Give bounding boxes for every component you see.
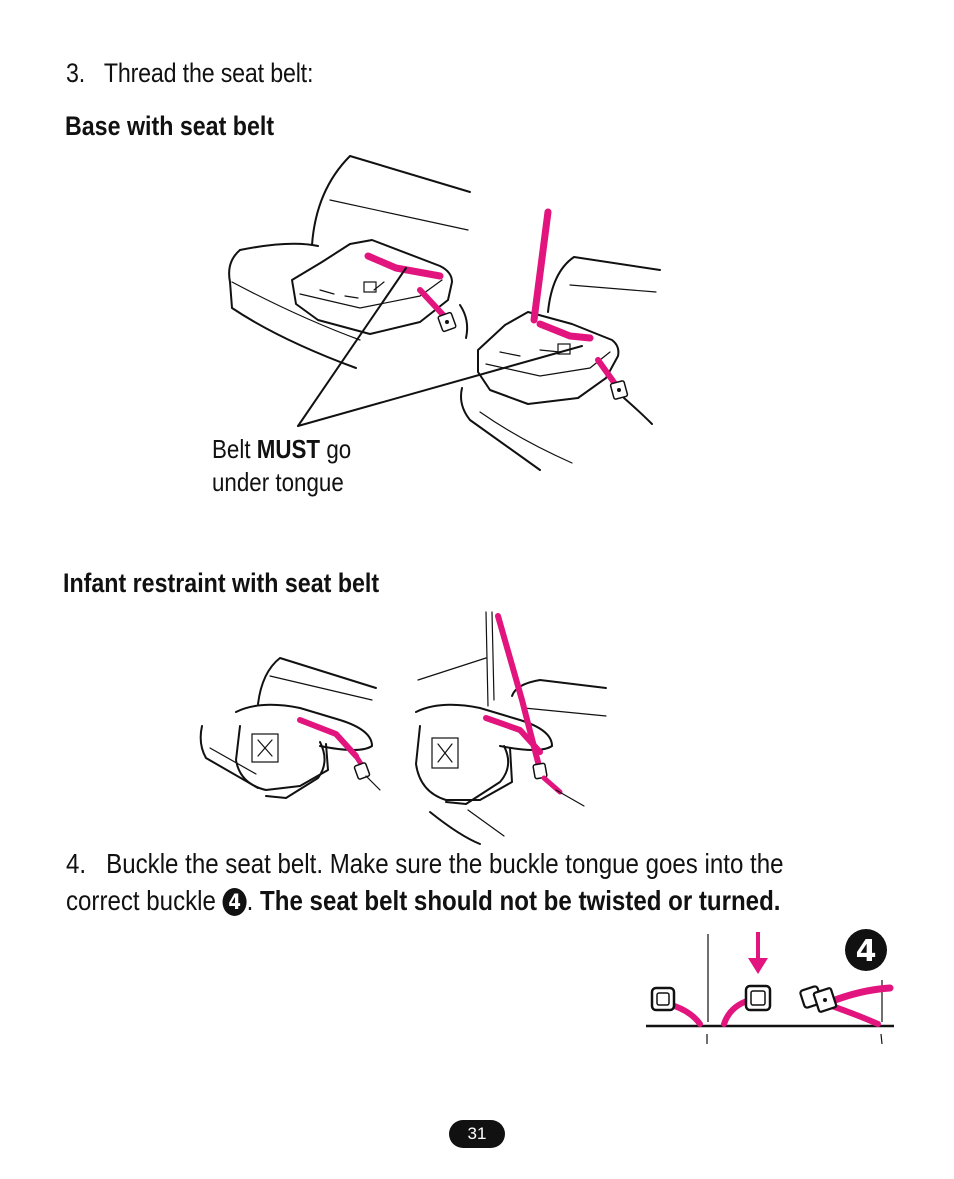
step-4-warning: The seat belt should not be twisted or t… (260, 885, 781, 916)
buckle-center-icon (721, 984, 772, 1027)
step-3-instruction: Thread the seat belt: (103, 58, 314, 88)
step-4-punctuation: . (246, 885, 261, 916)
callout-emphasis: MUST (256, 434, 321, 464)
infant-carrier-left (199, 657, 377, 799)
infant-section-heading: Infant restraint with seat belt (63, 568, 380, 598)
callout-text-prefix: Belt (212, 434, 257, 464)
callout-pointer-lines (297, 267, 583, 427)
vehicle-seat-left (228, 155, 471, 369)
step-3-text: 3. Thread the seat belt: (66, 58, 313, 89)
belt-tongue-icon (799, 984, 894, 1027)
buckle-figure-badge-icon: 4 (856, 934, 877, 969)
car-seat-base-left (291, 239, 453, 335)
vehicle-seat-right (460, 256, 661, 471)
step-4-number-badge-icon: 4 (222, 888, 247, 916)
page-number: 31 (449, 1120, 505, 1148)
base-section-heading: Base with seat belt (65, 111, 275, 141)
correct-buckle-arrow-icon (748, 932, 768, 974)
belt-under-tongue-callout: Belt MUST go under tongue (212, 433, 351, 499)
step-3-number: 3. (66, 58, 86, 88)
step-4-line1: Buckle the seat belt. Make sure the buck… (106, 848, 784, 879)
buckle-figure-badge-background (845, 929, 887, 971)
step-4-number: 4. (66, 848, 87, 879)
callout-text-line2: under tongue (212, 467, 344, 497)
step-4-text: 4. Buckle the seat belt. Make sure the b… (66, 845, 784, 919)
step-4-line2-prefix: correct buckle (66, 885, 223, 916)
callout-text-suffix: go (320, 434, 352, 464)
buckle-left-icon (650, 986, 703, 1027)
